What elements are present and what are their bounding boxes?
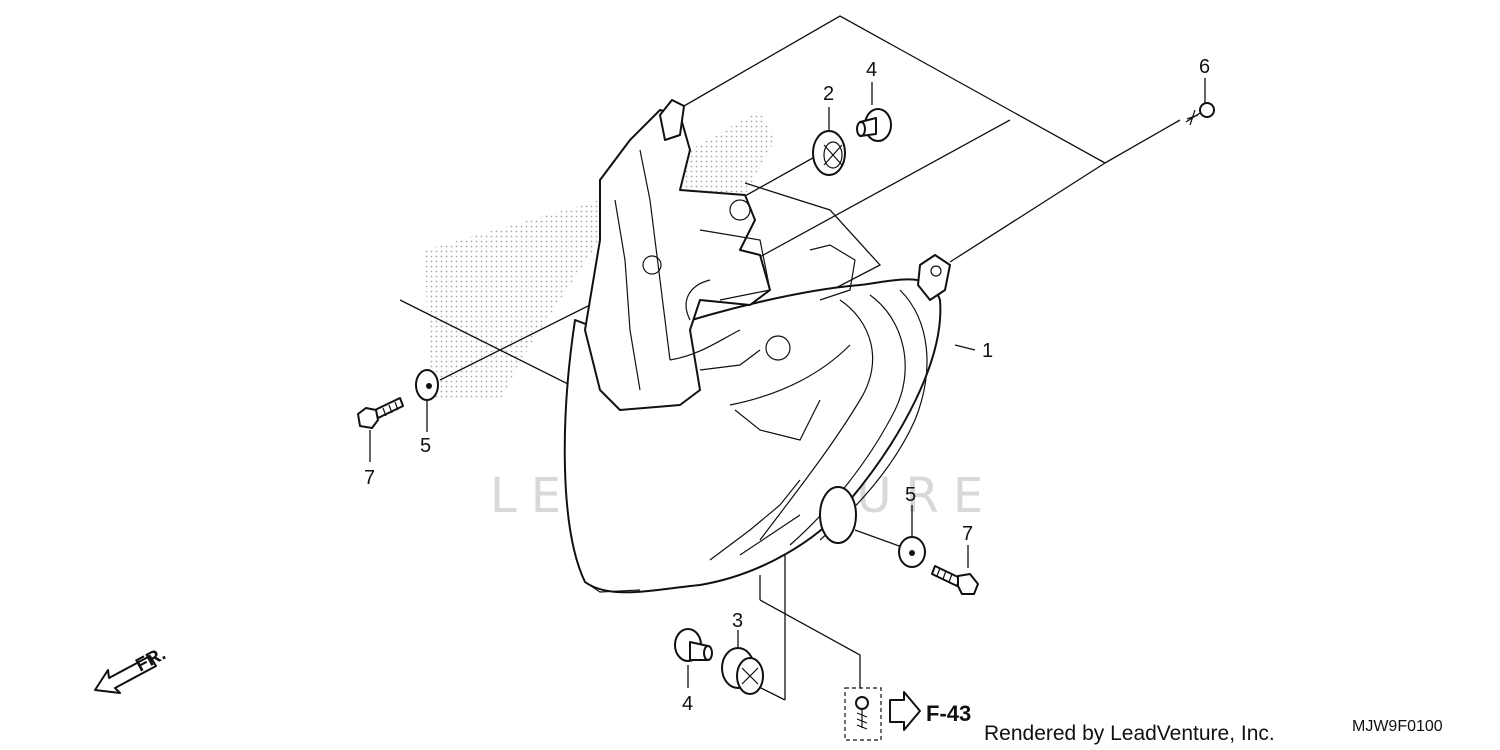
callout-1: 1 (982, 340, 993, 362)
collar-top (856, 108, 892, 142)
screw-top-right (1185, 102, 1215, 126)
headlight-assembly (563, 99, 951, 594)
reference-arrow (889, 691, 921, 731)
callout-4-top: 4 (866, 59, 877, 81)
grommet-bottom (721, 647, 764, 695)
callout-5-left: 5 (420, 435, 431, 457)
bolt-right (931, 565, 979, 595)
callout-7-left: 7 (364, 467, 375, 489)
diagram-code: MJW9F0100 (1352, 718, 1443, 735)
callout-2: 2 (823, 83, 834, 105)
bolt-left (357, 397, 404, 429)
reference-screw-box (844, 687, 882, 741)
callout-3: 3 (732, 610, 743, 632)
grommet-top (812, 130, 846, 176)
washer-left (415, 369, 439, 401)
mounting-shadow (425, 110, 775, 400)
callout-7-right: 7 (962, 523, 973, 545)
credit-text: Rendered by LeadVenture, Inc. (984, 722, 1275, 745)
callout-4-bottom: 4 (682, 693, 693, 715)
washer-right (898, 536, 926, 568)
callout-5-right: 5 (905, 484, 916, 506)
collar-bottom (674, 628, 713, 662)
reference-label: F-43 (926, 701, 971, 726)
front-arrow-icon (94, 655, 157, 694)
callout-6: 6 (1199, 56, 1210, 78)
